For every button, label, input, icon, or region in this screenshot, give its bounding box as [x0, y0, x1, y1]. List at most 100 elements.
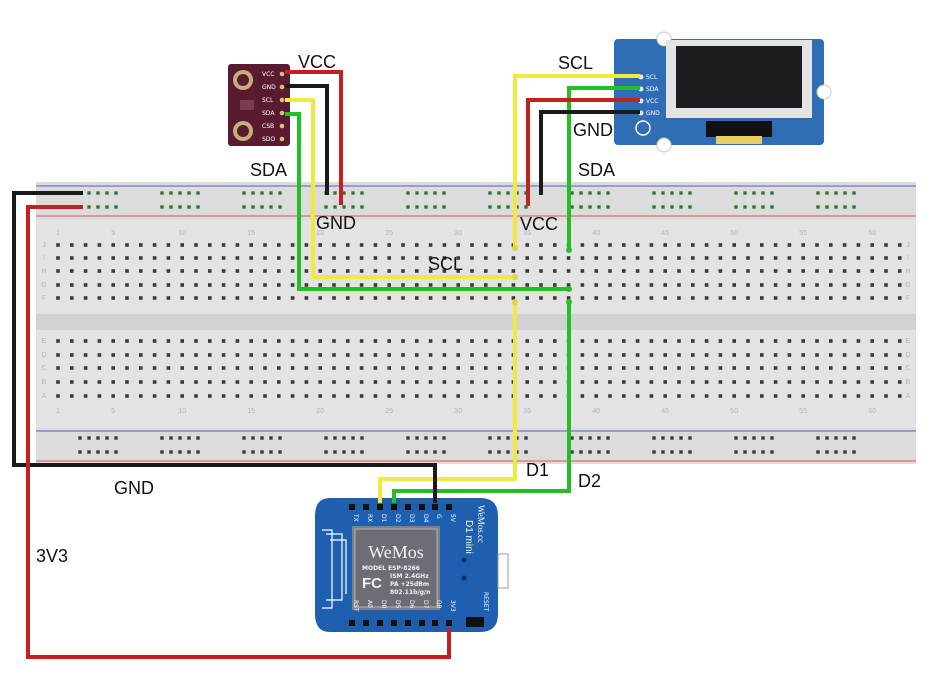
breadboard-hole — [221, 353, 226, 357]
rail-hole — [597, 450, 601, 454]
rail-hole — [424, 450, 428, 454]
wemos-top-pin-label: D2 — [394, 514, 401, 523]
breadboard-hole — [815, 283, 819, 287]
breadboard-hole — [152, 380, 157, 384]
header-pin — [377, 620, 383, 626]
breadboard-hole — [704, 366, 709, 370]
breadboard-hole — [249, 353, 253, 357]
rail-hole — [770, 205, 774, 209]
breadboard-hole — [773, 269, 778, 273]
rail-hole — [442, 191, 446, 195]
breadboard-hole — [773, 366, 778, 370]
breadboard-hole — [470, 380, 474, 384]
breadboard-hole — [815, 353, 819, 357]
breadboard-hole — [125, 243, 129, 247]
breadboard-hole — [373, 366, 378, 370]
rail-hole — [360, 205, 364, 209]
breadboard-hole — [180, 296, 184, 300]
breadboard-hole — [801, 243, 805, 247]
breadboard-hole — [401, 339, 405, 343]
rail-hole — [169, 191, 173, 195]
breadboard-hole — [580, 380, 585, 384]
rail-hole — [242, 205, 246, 209]
oled-vcc-wire — [526, 98, 640, 206]
column-number: 40 — [592, 230, 600, 237]
breadboard-hole — [649, 366, 654, 370]
breadboard-hole — [208, 339, 212, 343]
breadboard-hole — [456, 366, 460, 370]
rail-hole — [178, 205, 182, 209]
breadboard-hole — [704, 269, 709, 273]
bme280-pin — [279, 71, 285, 77]
row-letter: D — [905, 352, 910, 359]
breadboard-hole — [608, 269, 612, 273]
rail-hole — [688, 205, 692, 209]
header-pin — [391, 504, 397, 510]
breadboard-hole — [525, 283, 529, 287]
breadboard-hole — [760, 256, 764, 260]
board-title: D1 mini — [463, 520, 474, 554]
breadboard-hole — [898, 243, 902, 247]
breadboard-hole — [842, 269, 847, 273]
header-pin — [419, 504, 425, 510]
breadboard-hole — [704, 256, 709, 260]
header-pin — [432, 620, 438, 626]
breadboard-hole — [249, 243, 253, 247]
breadboard-hole — [608, 353, 612, 357]
wemos-bottom-pin-label: RST — [352, 600, 359, 612]
column-number: 1 — [56, 230, 60, 237]
breadboard-hole — [497, 394, 502, 398]
breadboard-hole — [635, 296, 640, 300]
breadboard-hole — [166, 366, 171, 370]
rail-hole — [679, 191, 683, 195]
top-power-rail — [36, 182, 916, 220]
breadboard-hole — [97, 269, 102, 273]
usb-connector — [497, 553, 509, 589]
header-pin — [446, 620, 452, 626]
oled-mount-hole — [656, 137, 672, 153]
breadboard-hole — [553, 243, 557, 247]
rail-hole — [406, 205, 410, 209]
breadboard-hole — [318, 339, 322, 343]
rail-hole — [734, 205, 738, 209]
breadboard-hole — [635, 353, 640, 357]
rail-hole — [251, 191, 255, 195]
breadboard-hole — [139, 339, 143, 343]
rail-hole — [178, 191, 182, 195]
breadboard-hole — [870, 353, 874, 357]
breadboard-hole — [497, 243, 502, 247]
breadboard-hole — [691, 339, 695, 343]
breadboard-hole — [125, 394, 129, 398]
breadboard-hole — [97, 380, 102, 384]
breadboard-hole — [359, 339, 364, 343]
breadboard-hole — [97, 366, 102, 370]
row-letter: E — [906, 338, 911, 345]
breadboard-hole — [787, 394, 792, 398]
rail-hole — [834, 205, 838, 209]
rail-hole — [160, 450, 164, 454]
rail-hole — [87, 205, 91, 209]
breadboard-hole — [470, 353, 474, 357]
breadboard-hole — [304, 296, 309, 300]
breadboard-hole — [773, 256, 778, 260]
column-number: 55 — [799, 230, 807, 237]
breadboard-hole — [746, 269, 750, 273]
rail-hole — [852, 205, 856, 209]
breadboard-hole — [787, 283, 792, 287]
rail-hole — [324, 205, 328, 209]
rail-hole — [843, 205, 847, 209]
rail-hole — [278, 205, 282, 209]
breadboard-hole — [760, 269, 764, 273]
breadboard-hole — [263, 339, 267, 343]
breadboard-hole — [580, 366, 585, 370]
breadboard-hole — [829, 243, 833, 247]
wemos-bottom-pin-label: D0 — [380, 600, 387, 609]
rail-hole — [87, 436, 91, 440]
breadboard-hole — [732, 296, 736, 300]
breadboard-hole — [829, 283, 833, 287]
breadboard-hole — [580, 269, 585, 273]
breadboard-hole — [304, 256, 309, 260]
breadboard-hole — [235, 339, 240, 343]
breadboard-hole — [829, 394, 833, 398]
breadboard-hole — [428, 269, 433, 273]
